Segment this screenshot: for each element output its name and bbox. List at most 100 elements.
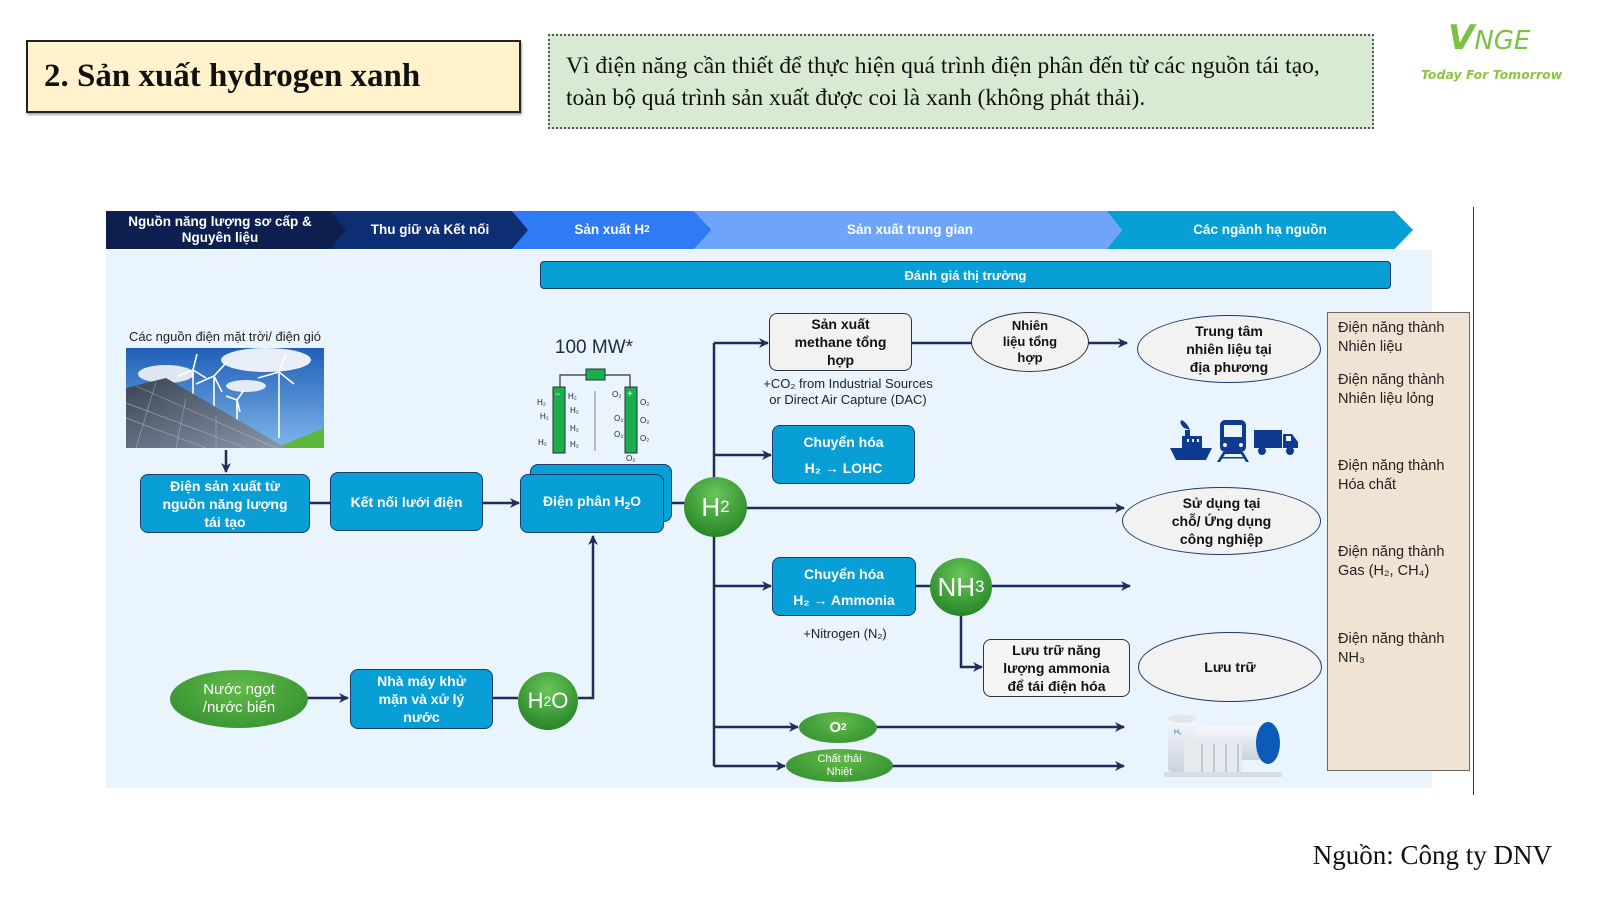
subscript: 3: [975, 577, 985, 596]
box-text: để tái điện hóa: [1007, 678, 1106, 694]
svg-text:H₂: H₂: [568, 392, 577, 401]
box-text: tái tạo: [204, 513, 246, 530]
divider: [1473, 207, 1474, 795]
node-text: H: [527, 688, 544, 713]
stage-label: Sản xuất H: [574, 222, 645, 237]
node-text: /nước biển: [202, 699, 276, 716]
renewables-caption: Các nguồn điện mặt trời/ điện gió: [128, 329, 322, 344]
hydrogen-storage-tank-image: H₂: [1164, 715, 1282, 777]
market-assessment-bar: Đánh giá thị trường: [540, 261, 1391, 289]
stage-label: Sản xuất trung gian: [846, 222, 973, 237]
svg-text:H₂: H₂: [570, 406, 579, 415]
node-text: Nước ngọt: [203, 681, 275, 698]
svg-text:O₂: O₂: [612, 390, 621, 399]
node-text: H: [701, 491, 721, 522]
title-box: 2. Sản xuất hydrogen xanh: [26, 40, 521, 113]
svg-text:O₂: O₂: [640, 398, 649, 407]
svg-text:O₂: O₂: [640, 434, 649, 443]
svg-text:O₂: O₂: [626, 454, 635, 463]
lohc-conversion-box: Chuyển hóa H₂ → LOHC: [772, 425, 915, 484]
electrolysis-box: Điện phân H2O: [520, 474, 664, 533]
logo: VNGE: [1448, 18, 1530, 58]
svg-text:H₂: H₂: [570, 440, 579, 449]
box-text: lượng ammonia: [1003, 660, 1110, 676]
node-text: O: [551, 688, 569, 713]
node-text: NH: [937, 571, 976, 602]
stage-capture-connect: Thu giữ và Kết nối: [330, 211, 530, 249]
solar-wind-image: [126, 348, 324, 448]
box-text: Chuyển hóa: [803, 433, 884, 450]
box-text: Điện sản xuất từ: [170, 477, 280, 494]
train-icon: [1217, 420, 1249, 462]
subscript: 2: [644, 224, 650, 235]
svg-text:H₂: H₂: [570, 424, 579, 433]
box-text: nước: [403, 709, 440, 725]
ship-icon: [1170, 420, 1212, 460]
logo-mark: NGE: [1474, 26, 1531, 56]
stage-downstream: Các ngành hạ nguồn: [1107, 211, 1413, 249]
stage-label: Các ngành hạ nguồn: [1193, 222, 1327, 237]
box-text: Điện phân H: [542, 492, 625, 509]
transport-icons: [1170, 420, 1298, 462]
ammonia-conversion-box: Chuyển hóa H₂ → Ammonia: [772, 557, 916, 616]
desalination-box: Nhà máy khử mặn và xử lý nước: [350, 669, 493, 729]
ammonia-storage-box: Lưu trữ năng lượng ammonia để tái điện h…: [983, 639, 1130, 697]
box-text: H₂ → LOHC: [804, 459, 883, 476]
stage-label: Thu giữ và Kết nối: [370, 222, 490, 237]
grid-connection-box: Kết nối lưới điện: [330, 472, 483, 531]
subscript: 2: [624, 500, 631, 512]
logo-tagline: Today For Tomorrow: [1421, 67, 1563, 82]
stage-primary-energy: Nguồn năng lượng sơ cấp &Nguyên liệu: [106, 211, 348, 249]
stage-label: Nguyên liệu: [181, 230, 259, 245]
stage-label: Nguồn năng lượng sơ cấp &: [128, 214, 312, 229]
subscript: 2: [720, 497, 730, 516]
svg-text:O₂: O₂: [614, 414, 623, 423]
nitrogen-note: +Nitrogen (N₂): [803, 626, 887, 641]
storage-node: Lưu trữ: [1138, 632, 1322, 702]
svg-text:O₂: O₂: [614, 430, 623, 439]
svg-text:+: +: [627, 389, 633, 400]
box-text: Chuyển hóa: [803, 565, 885, 582]
box-text: methane tổng: [794, 334, 887, 350]
svg-text:H₂: H₂: [540, 412, 549, 421]
svg-text:−: −: [555, 389, 560, 399]
box-text: H₂ → Ammonia: [793, 591, 895, 608]
svg-text:H₂: H₂: [538, 438, 547, 447]
svg-text:H₂: H₂: [1174, 729, 1182, 736]
capacity-label: 100 MW*: [554, 337, 634, 358]
subscript: 2: [543, 693, 552, 709]
truck-icon: [1254, 430, 1298, 455]
box-text: hợp: [826, 352, 855, 368]
box-text: nguồn năng lượng: [162, 495, 288, 512]
stage-intermediate: Sản xuất trung gian: [694, 211, 1126, 249]
box-text: Nhà máy khử: [377, 673, 466, 689]
box-text: Kết nối lưới điện: [350, 493, 463, 510]
svg-text:H₂: H₂: [537, 398, 546, 407]
renewable-power-box: Điện sản xuất từ nguồn năng lượng tái tạ…: [140, 474, 310, 533]
synthetic-methane-box: Sản xuất methane tổng hợp: [769, 313, 912, 371]
box-text: Sản xuất: [811, 316, 870, 332]
note-box: Vì điện năng cần thiết để thực hiện quá …: [548, 34, 1374, 129]
box-text: O: [630, 492, 642, 509]
source-note: Nguồn: Công ty DNV: [1312, 840, 1552, 870]
water-source-node: Nước ngọt/nước biển: [170, 670, 308, 728]
logo-initial: V: [1448, 18, 1475, 58]
box-text: mặn và xử lý: [378, 691, 465, 707]
